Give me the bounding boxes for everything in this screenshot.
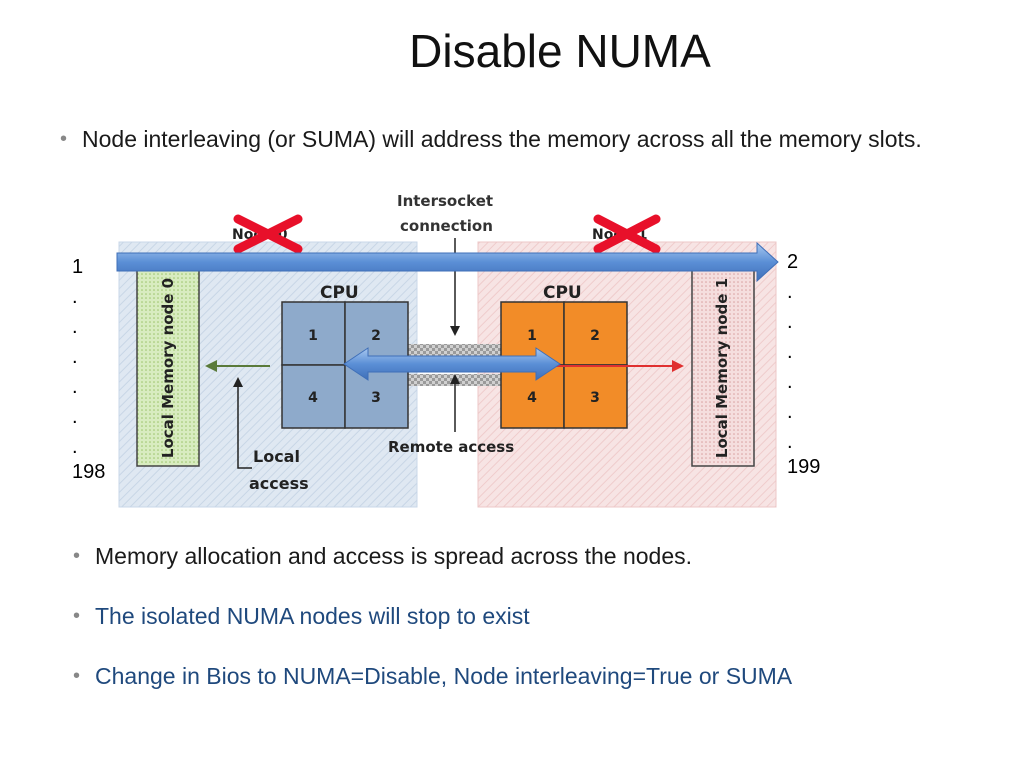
intersocket-label-line2: connection	[400, 217, 493, 235]
slide-title: Disable NUMA	[409, 25, 711, 77]
local-access-label-line1: Local	[253, 447, 300, 466]
cpu0-grid	[281, 301, 409, 429]
intersocket-pointer-head	[450, 326, 460, 336]
cpu0-core-3: 3	[371, 390, 381, 406]
interleave-arrow	[116, 241, 779, 283]
left-slot-start: 1	[72, 256, 84, 278]
node1-cross-icon	[593, 214, 661, 254]
bullet-text: Change in Bios to NUMA=Disable, Node int…	[95, 663, 793, 689]
local-access-pointer-head	[233, 377, 243, 387]
cpu0-core-4: 4	[308, 390, 318, 406]
left-slot-dot: .	[72, 316, 78, 338]
local-access-label-line2: access	[249, 474, 309, 493]
cpu0-label: CPU	[320, 283, 359, 303]
cpu1-core-3: 3	[590, 390, 600, 406]
left-slot-end: 198	[72, 461, 106, 483]
remote-access-label: Remote access	[388, 438, 514, 456]
local-memory-node1-bar	[691, 269, 755, 467]
left-memory-slots: 1 . . . . . . 198	[72, 257, 105, 482]
remote-access-pointer-head	[450, 374, 460, 384]
right-slot-dot: .	[787, 341, 793, 363]
left-slot-dot: .	[72, 406, 78, 428]
right-slot-start: 2	[787, 251, 799, 273]
bullet-bios-change: • Change in Bios to NUMA=Disable, Node i…	[73, 660, 995, 693]
local-memory-node1-label: Local Memory node 1	[713, 278, 731, 458]
left-slot-dot: .	[72, 286, 78, 308]
remote-access-arrow-head	[672, 360, 684, 372]
cpu1-core-1: 1	[527, 328, 537, 344]
right-slot-dot: .	[787, 371, 793, 393]
right-slot-dot: .	[787, 431, 793, 453]
left-slot-dot: .	[72, 376, 78, 398]
bullet-dot: •	[73, 545, 81, 567]
bullet-text: The isolated NUMA nodes will stop to exi…	[95, 603, 530, 629]
local-access-pointer	[237, 385, 252, 469]
cpu1-core-2: 2	[590, 328, 600, 344]
cpu1-label: CPU	[543, 283, 582, 303]
local-access-arrow-head	[205, 360, 217, 372]
bullet-text: Memory allocation and access is spread a…	[95, 543, 693, 569]
node0-cross-icon	[233, 214, 303, 254]
cpu1-grid	[500, 301, 628, 429]
left-slot-dot: .	[72, 436, 78, 458]
right-slot-dot: .	[787, 401, 793, 423]
bullet-text: Node interleaving (or SUMA) will address…	[82, 126, 922, 152]
right-slot-dot: .	[787, 281, 793, 303]
right-slot-end: 199	[787, 456, 821, 478]
local-memory-node0-bar	[136, 269, 200, 467]
intersocket-label-line1: Intersocket	[397, 192, 493, 210]
local-memory-node0-label: Local Memory node 0	[159, 278, 177, 458]
left-slot-dot: .	[72, 346, 78, 368]
bullet-dot: •	[73, 665, 81, 687]
bullet-dot: •	[73, 605, 81, 627]
right-slot-dot: .	[787, 311, 793, 333]
cpu0-core-2: 2	[371, 328, 381, 344]
cpu0-core-1: 1	[308, 328, 318, 344]
bullet-isolated-nodes: • The isolated NUMA nodes will stop to e…	[73, 600, 995, 633]
intersocket-link-top	[407, 344, 501, 356]
cpu1-core-4: 4	[527, 390, 537, 406]
bullet-dot: •	[60, 128, 68, 150]
bullet-node-interleaving: • Node interleaving (or SUMA) will addre…	[60, 123, 982, 156]
bullet-memory-allocation: • Memory allocation and access is spread…	[73, 540, 995, 573]
right-memory-slots: 2 . . . . . . 199	[787, 252, 820, 477]
cpu-interconnect-arrow	[343, 347, 561, 381]
